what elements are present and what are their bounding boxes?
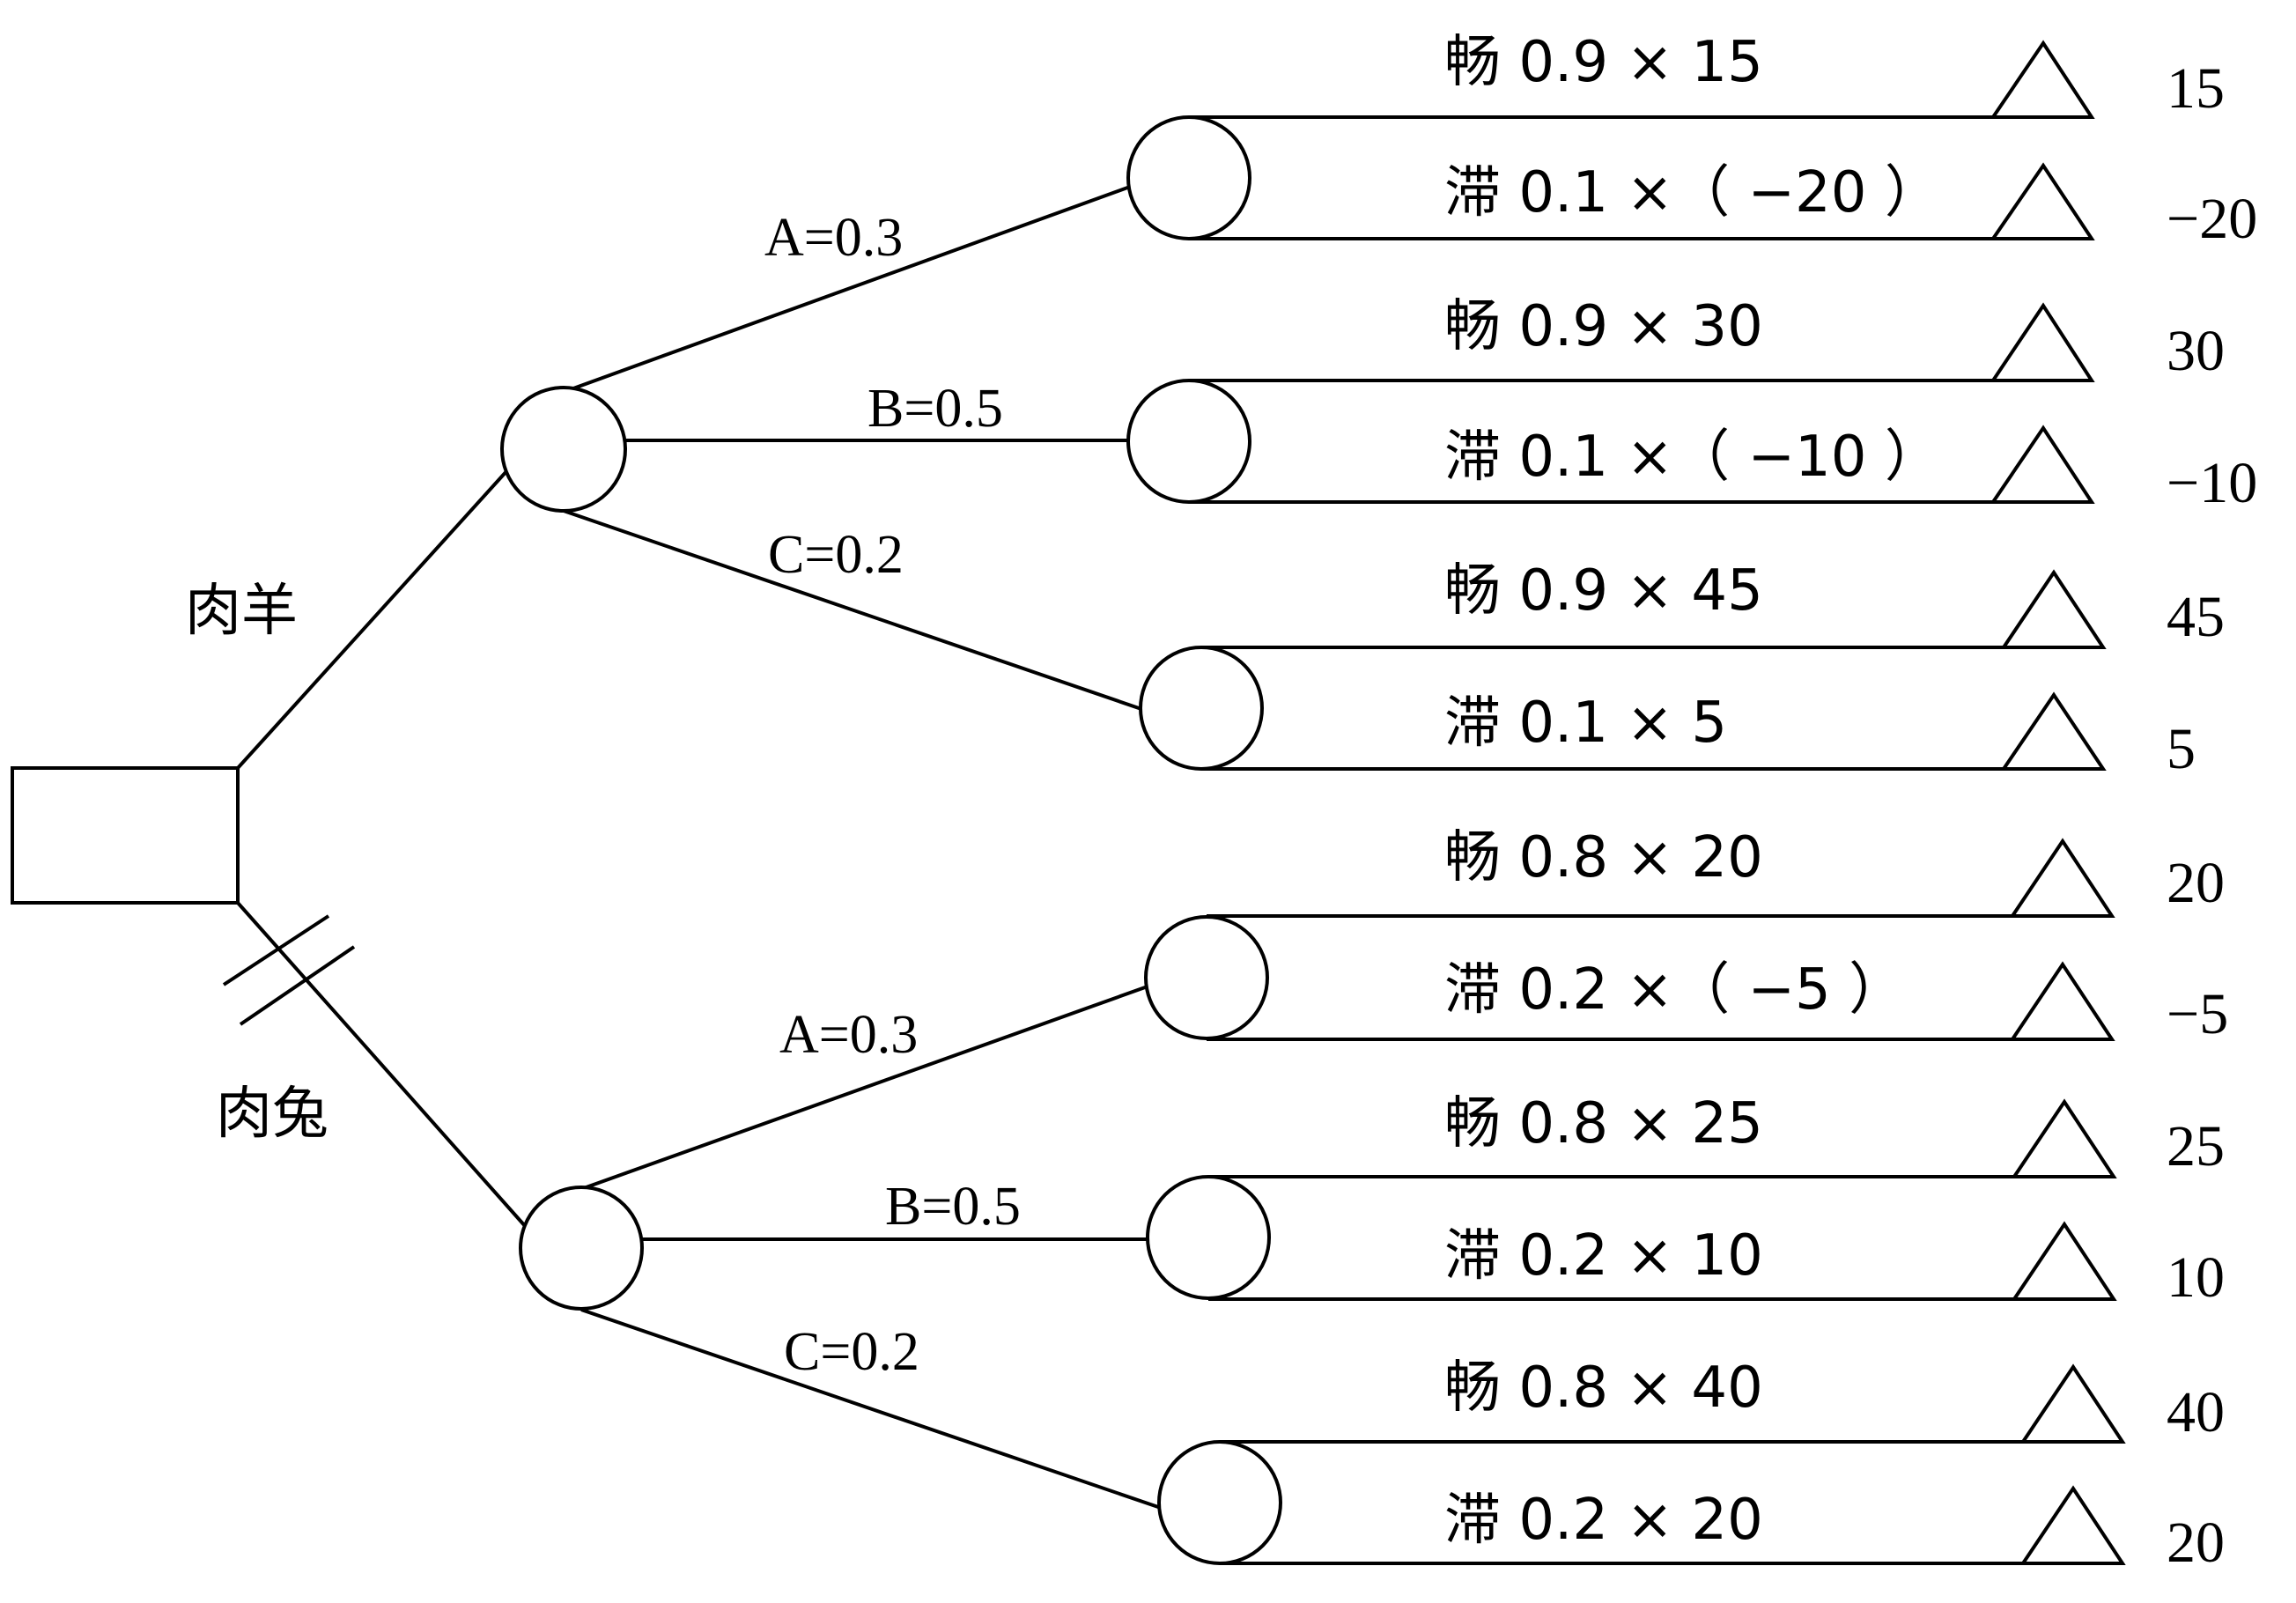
terminal-node — [2009, 838, 2115, 918]
prune-mark — [222, 914, 330, 986]
outcome-label: 畅 0.8 × 25 — [1444, 1091, 1763, 1156]
chance-node — [500, 386, 627, 513]
state-node-group: 畅 0.9 × 45 滞 0.1 × 5 45 5 — [1139, 558, 2225, 781]
branch-label: 肉羊 — [185, 579, 298, 644]
state-label: B=0.5 — [867, 379, 1003, 439]
terminal-node — [2011, 1098, 2117, 1178]
payoff-value: 45 — [2167, 585, 2225, 649]
terminal-node — [2009, 961, 2115, 1041]
state-label: C=0.2 — [768, 525, 904, 585]
terminal-node — [2000, 691, 2107, 771]
state-chance-node — [1126, 115, 1251, 240]
payoff-value: 30 — [2167, 319, 2225, 383]
payoff-value: −10 — [2167, 451, 2257, 515]
outcome-label: 滞 0.1 ×（ −20 ） — [1444, 160, 1941, 225]
outcome-label: 滞 0.1 × 5 — [1444, 691, 1727, 756]
state-node-group: 畅 0.8 × 20 滞 0.2 ×（ −5 ） 20 −5 — [1144, 825, 2228, 1046]
branch-meat-sheep: 肉羊 A=0.3 B=0.5 C=0.2 畅 0.9 × 15 滞 0.1 ×（… — [185, 30, 2257, 781]
state-line — [563, 185, 1131, 394]
state-line — [563, 509, 1142, 711]
outcome-label: 畅 0.9 × 30 — [1444, 294, 1763, 359]
payoff-value: 15 — [2167, 56, 2225, 121]
terminal-node — [1990, 302, 2095, 382]
branch-meat-rabbit: 肉兔 A=0.3 B=0.5 C=0.2 畅 0.8 × 20 滞 0.2 ×（… — [216, 825, 2228, 1575]
terminal-node — [1990, 162, 2095, 240]
chance-node — [519, 1186, 644, 1311]
state-chance-node — [1139, 646, 1264, 771]
terminal-node — [2019, 1363, 2126, 1444]
state-line — [580, 985, 1148, 1191]
state-label: C=0.2 — [784, 1322, 919, 1382]
prune-mark — [239, 945, 356, 1026]
terminal-node — [1990, 40, 2095, 119]
state-chance-node — [1126, 379, 1251, 504]
state-label: B=0.5 — [885, 1177, 1021, 1237]
state-label: A=0.3 — [779, 1005, 918, 1065]
payoff-value: −20 — [2167, 187, 2257, 251]
payoff-value: 40 — [2167, 1380, 2225, 1444]
payoff-value: −5 — [2167, 982, 2228, 1046]
state-node-group: 畅 0.8 × 40 滞 0.2 × 20 40 20 — [1157, 1356, 2225, 1575]
decision-node — [11, 766, 240, 905]
payoff-value: 20 — [2167, 1511, 2225, 1575]
state-chance-node — [1144, 915, 1269, 1040]
outcome-label: 畅 0.8 × 40 — [1444, 1356, 1763, 1421]
terminal-node — [1990, 425, 2095, 504]
payoff-value: 5 — [2167, 717, 2196, 781]
outcome-label: 畅 0.8 × 20 — [1444, 825, 1763, 890]
state-chance-node — [1157, 1440, 1282, 1565]
terminal-node — [2019, 1485, 2126, 1565]
terminal-node — [2011, 1221, 2117, 1301]
outcome-label: 滞 0.2 × 20 — [1444, 1488, 1763, 1553]
outcome-label: 滞 0.2 × 10 — [1444, 1223, 1763, 1289]
outcome-label: 畅 0.9 × 45 — [1444, 558, 1763, 624]
state-chance-node — [1146, 1175, 1271, 1300]
payoff-value: 20 — [2167, 851, 2225, 915]
branch-line — [236, 468, 510, 770]
branch-line — [236, 901, 528, 1229]
outcome-label: 滞 0.2 ×（ −5 ） — [1444, 957, 1905, 1023]
outcome-label: 滞 0.1 ×（ −10 ） — [1444, 425, 1941, 490]
branch-label: 肉兔 — [216, 1082, 329, 1147]
payoff-value: 10 — [2167, 1245, 2225, 1310]
state-line — [580, 1308, 1162, 1510]
state-label: A=0.3 — [764, 208, 903, 268]
terminal-node — [2000, 569, 2107, 649]
payoff-value: 25 — [2167, 1114, 2225, 1178]
state-node-group: 畅 0.9 × 15 滞 0.1 ×（ −20 ） 15 −20 — [1126, 30, 2257, 251]
state-node-group: 畅 0.8 × 25 滞 0.2 × 10 25 10 — [1146, 1091, 2225, 1310]
state-node-group: 畅 0.9 × 30 滞 0.1 ×（ −10 ） 30 −10 — [1126, 294, 2257, 515]
outcome-label: 畅 0.9 × 15 — [1444, 30, 1763, 95]
